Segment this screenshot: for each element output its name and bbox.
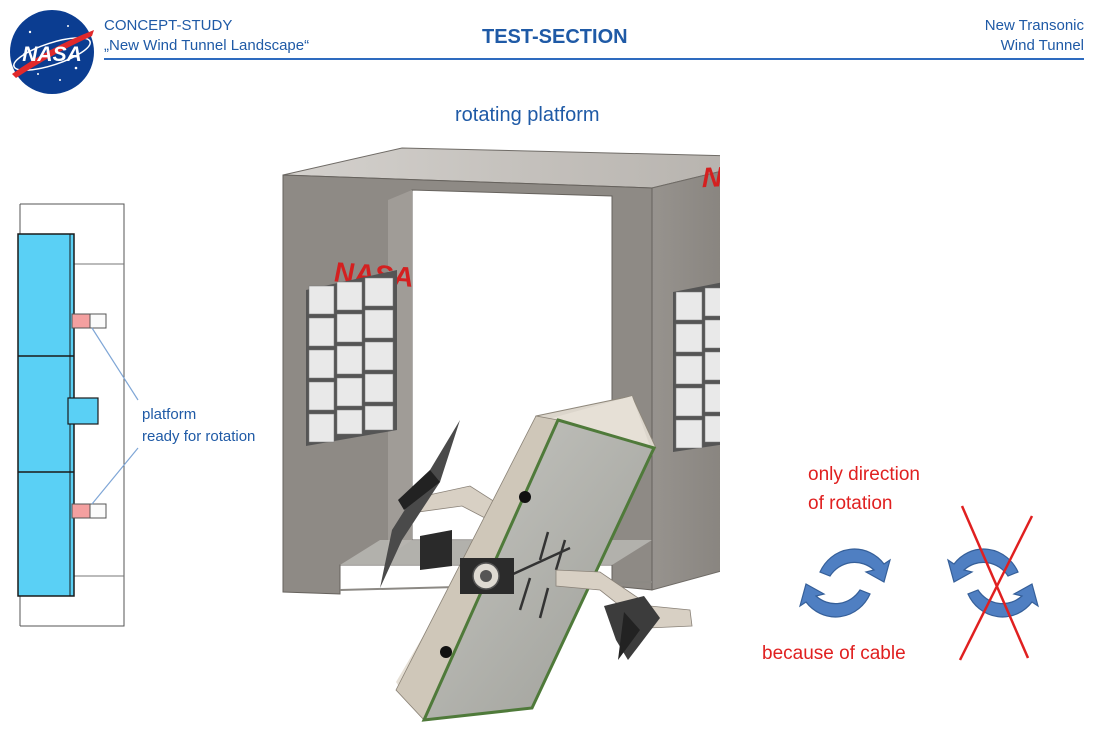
- platform-ready-line1: platform: [142, 406, 197, 423]
- diagram-title: rotating platform: [455, 104, 600, 126]
- platform-ready-label: platform ready for rotation: [142, 404, 255, 448]
- svg-text:NASA: NASA: [22, 43, 82, 66]
- test-section-3d-model: NASA NASA: [282, 147, 720, 722]
- header-study-line1: CONCEPT-STUDY: [104, 17, 233, 34]
- cable-reason-label: because of cable: [762, 643, 906, 664]
- nasa-wall-logo-right: NASA: [702, 158, 720, 193]
- page-title: TEST-SECTION: [482, 26, 628, 48]
- header-project-line1: New Transonic: [984, 17, 1084, 34]
- header-study-label: CONCEPT-STUDY „New Wind Tunnel Landscape…: [104, 16, 309, 56]
- rotation-direction-line2: of rotation: [808, 493, 893, 514]
- header-study-line2: „New Wind Tunnel Landscape“: [104, 37, 310, 54]
- header-divider: [104, 58, 1084, 60]
- window-grid-left: [306, 270, 397, 446]
- platform-ready-line2: ready for rotation: [142, 428, 256, 445]
- crossed-rotation-arrows-icon: [946, 505, 1040, 661]
- rotation-arrows-icon: [798, 548, 892, 618]
- nasa-logo-icon: NASA: [10, 10, 94, 94]
- rotation-direction-label: only direction of rotation: [808, 460, 920, 518]
- rotation-direction-line1: only direction: [808, 464, 920, 485]
- header-project-label: New Transonic Wind Tunnel: [985, 16, 1084, 56]
- window-grid-right: [673, 282, 720, 452]
- header-project-line2: Wind Tunnel: [1000, 37, 1084, 54]
- platform-side-view: [17, 203, 139, 627]
